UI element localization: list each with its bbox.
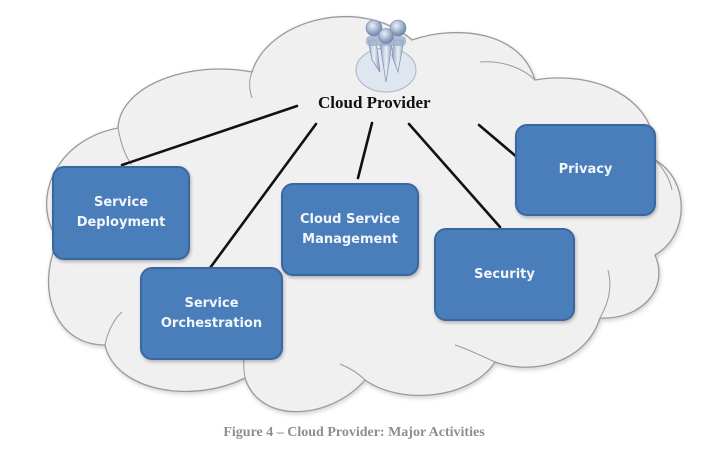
cloud-inner-arc [117,127,133,166]
activity-label-line: Cloud Service [299,211,401,227]
cloud-provider-label: Cloud Provider [318,93,431,112]
cloud-inner-arc [479,61,536,81]
figure-caption: Figure 4 – Cloud Provider: Major Activit… [223,425,485,440]
edge-to-privacy [477,123,520,160]
cloud-inner-arc [454,344,496,363]
edge-to-cloud-service-management [356,121,374,180]
activity-service-deployment[interactable]: Service Deployment [52,166,190,260]
activity-label-line: Management [302,231,398,247]
activity-label-line: Deployment [76,215,166,230]
cloud-inner-arc [249,71,253,99]
activity-privacy[interactable]: Privacy [515,124,656,216]
activity-label-line: Service [93,195,149,210]
activity-label-line: Service [184,295,239,311]
cloud-inner-arc [654,159,673,191]
activity-label-line: Security [474,266,535,282]
group-of-people-icon [355,19,417,93]
activity-label-line: Privacy [558,162,613,177]
cloud-inner-arc [104,311,123,346]
cloud-inner-arc [599,269,611,319]
activity-cloud-service-management[interactable]: Cloud Service Management [281,183,419,276]
activity-security[interactable]: Security [434,228,575,321]
edge-to-service-orchestration [208,122,318,270]
activity-label-line: Orchestration [160,315,263,331]
edge-to-security [407,122,502,229]
cloud-inner-arc [339,363,366,381]
edge-to-service-deployment [120,104,299,167]
edges [120,104,520,270]
activity-service-orchestration[interactable]: Service Orchestration [140,267,283,360]
